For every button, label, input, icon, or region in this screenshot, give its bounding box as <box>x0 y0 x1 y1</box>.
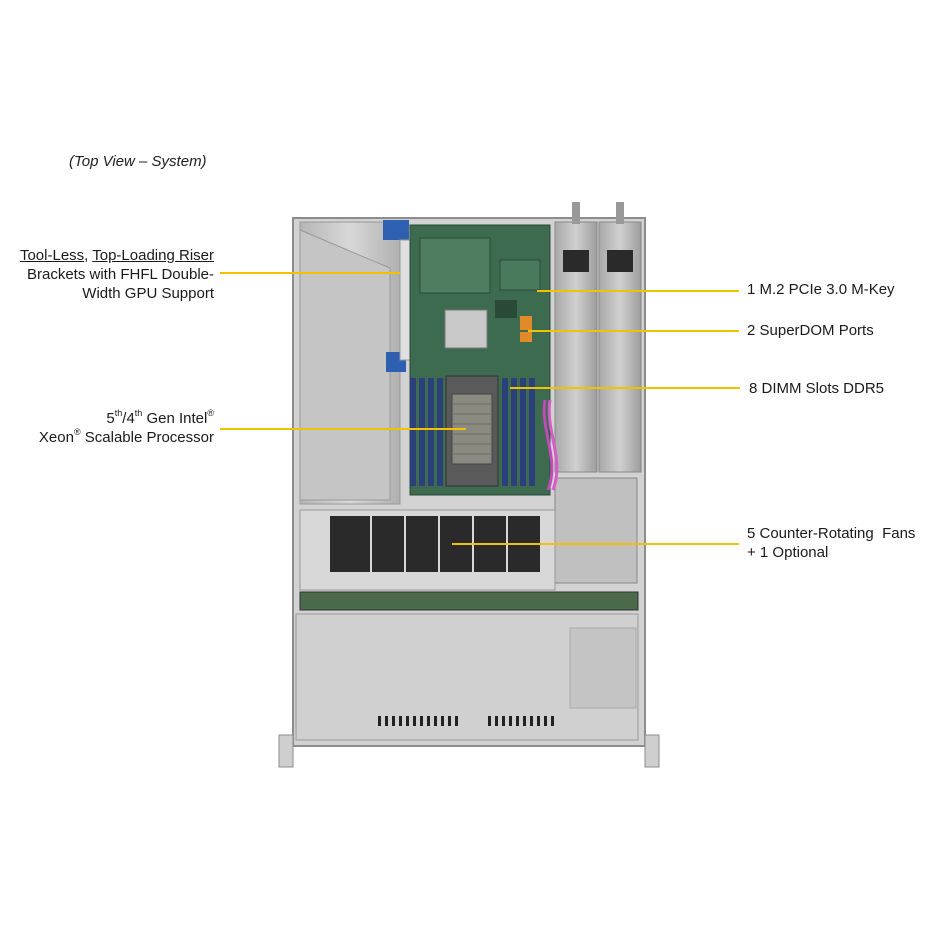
dimm-slot-icon <box>520 378 526 486</box>
fan-icon <box>406 516 438 572</box>
label-m2: 1 M.2 PCIe 3.0 M-Key <box>747 281 895 298</box>
leader-superdom <box>528 330 739 332</box>
dimm-slots <box>410 378 535 486</box>
backplane <box>299 591 639 611</box>
label-fans: 5 Counter-Rotating Fans + 1 Optional <box>747 524 915 562</box>
leader-cpu <box>220 428 466 430</box>
label-cpu-gen-mid: /4 <box>122 410 135 427</box>
fan-bay <box>299 509 556 591</box>
label-dimm: 8 DIMM Slots DDR5 <box>749 380 885 397</box>
rack-ear-left <box>278 734 294 768</box>
dimm-slot-icon <box>410 378 416 486</box>
dimm-slot-icon <box>437 378 443 486</box>
label-cpu-sup1: th <box>114 408 123 418</box>
label-cpu-reg2: ® <box>73 427 81 437</box>
dimm-slot-icon <box>419 378 425 486</box>
front-cover <box>295 613 639 741</box>
label-superdom: 2 SuperDOM Ports <box>747 322 874 339</box>
label-cpu-xeon-rest: Scalable Processor <box>80 429 214 446</box>
label-cpu: 5th/4th Gen Intel® Xeon® Scalable Proces… <box>0 409 214 447</box>
label-riser-line3: Width GPU Support <box>82 285 214 302</box>
dimm-slot-icon <box>529 378 535 486</box>
leader-riser <box>220 272 400 274</box>
label-cpu-sup2: th <box>134 408 143 418</box>
power-supplies <box>554 202 642 584</box>
label-riser-part1: Tool-Less <box>19 247 85 264</box>
cpu-heatsink-icon <box>445 375 499 487</box>
label-fans-line2: + 1 Optional <box>747 544 829 561</box>
leader-m2 <box>537 290 739 292</box>
dimm-slot-icon <box>428 378 434 486</box>
label-cpu-five: 5 <box>106 410 115 427</box>
dimm-slot-icon <box>502 378 508 486</box>
rack-ear-right <box>644 734 660 768</box>
label-cpu-xeon: Xeon <box>38 429 74 446</box>
leader-fans <box>452 543 739 545</box>
label-riser-line2: Brackets with FHFL Double- <box>26 266 214 283</box>
leader-dimm <box>510 387 740 389</box>
dimm-slot-icon <box>511 378 517 486</box>
label-cpu-reg1: ® <box>207 408 214 418</box>
caption: (Top View – System) <box>69 153 207 170</box>
fan-icon <box>372 516 404 572</box>
label-fans-line1: 5 Counter-Rotating Fans <box>747 525 916 542</box>
label-riser: Tool-Less, Top-Loading Riser Brackets wi… <box>0 246 214 303</box>
label-riser-part2: Top-Loading Riser <box>92 247 214 264</box>
label-cpu-gen-rest: Gen Intel <box>142 410 208 427</box>
label-riser-sep: , <box>84 247 93 264</box>
fan-icon <box>330 516 370 572</box>
